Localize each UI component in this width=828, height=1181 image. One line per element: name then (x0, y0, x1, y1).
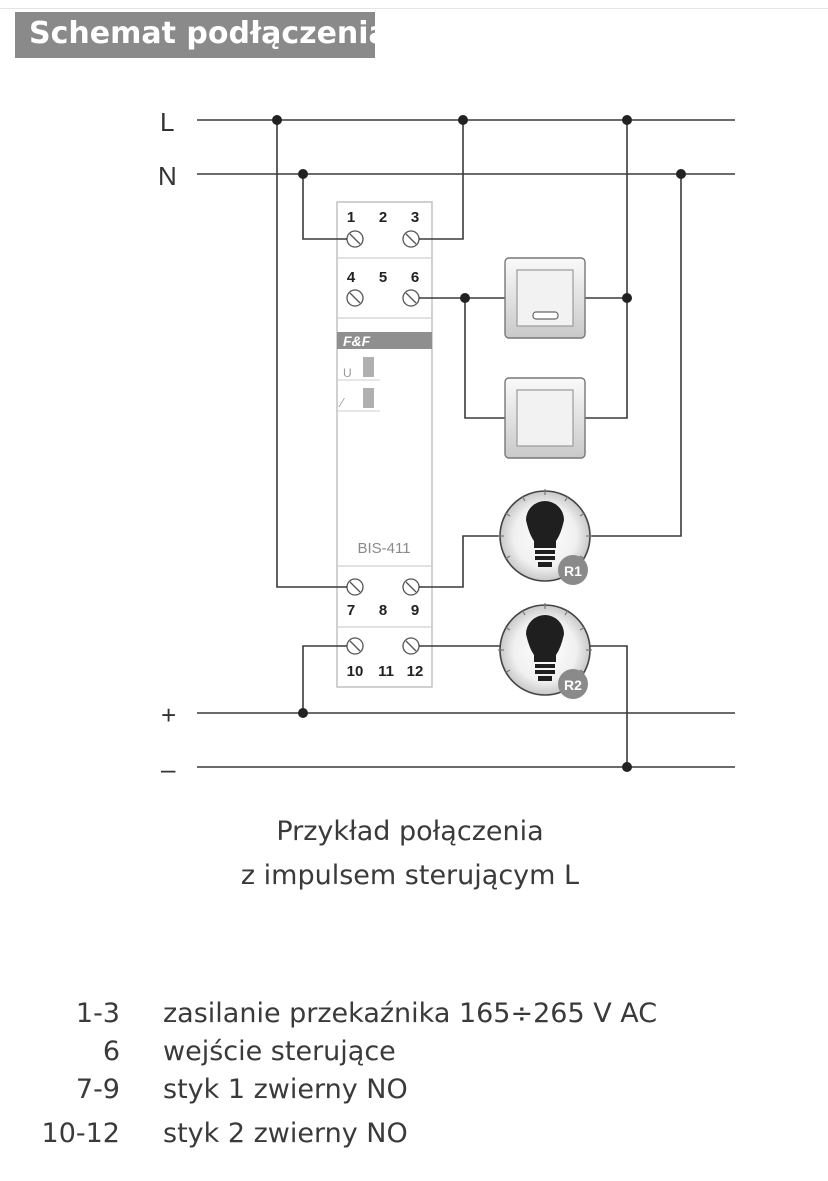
legend-row: 6 wejście sterujące (0, 1036, 828, 1072)
section-title: Schemat podłączenia (29, 16, 389, 51)
rail-label-minus: – (161, 754, 176, 784)
legend-code: 1-3 (75, 998, 120, 1029)
indicator-symbol: ⁄ (338, 395, 345, 410)
terminal-6: 6 (411, 269, 419, 286)
screw-terminal-12 (402, 637, 420, 655)
terminal-4: 4 (347, 269, 356, 286)
screw-terminal-6 (402, 289, 420, 307)
device-brand-bar (337, 332, 432, 349)
push-button-switch-1 (504, 257, 586, 339)
screw-terminal-9 (402, 578, 420, 596)
terminal-12: 12 (407, 663, 424, 680)
terminal-7: 7 (347, 602, 355, 619)
terminal-10: 10 (347, 663, 364, 680)
push-button-switch-2 (504, 377, 586, 459)
legend-code: 6 (102, 1036, 120, 1067)
rail-label-l: L (160, 107, 174, 137)
device-model: BIS-411 (357, 540, 410, 557)
legend-desc: styk 1 zwierny NO (163, 1074, 408, 1105)
screw-terminal-3 (402, 230, 420, 248)
indicator-relay-led (363, 388, 374, 408)
terminal-3: 3 (411, 209, 419, 226)
rail-label-plus: + (161, 700, 176, 730)
legend-row: 10-12 styk 2 zwierny NO (0, 1118, 828, 1154)
legend-desc: styk 2 zwierny NO (163, 1118, 408, 1149)
lamp-r1: R1 (497, 488, 593, 585)
terminal-2: 2 (379, 209, 387, 226)
terminal-11: 11 (378, 663, 394, 680)
legend-code: 7-9 (75, 1074, 120, 1105)
indicator-u-label: U (343, 366, 352, 380)
rail-label-n: N (158, 161, 177, 191)
terminal-8: 8 (379, 602, 387, 619)
lamp-label-r1: R1 (564, 563, 582, 579)
device-brand: F&F (343, 333, 371, 349)
legend-row: 7-9 styk 1 zwierny NO (0, 1074, 828, 1110)
legend-desc: wejście sterujące (163, 1036, 396, 1067)
junction-dots (272, 115, 686, 772)
top-divider (0, 8, 828, 9)
legend-row: 1-3 zasilanie przekaźnika 165÷265 V AC (0, 998, 828, 1034)
terminal-5: 5 (379, 269, 387, 286)
legend-desc: zasilanie przekaźnika 165÷265 V AC (163, 998, 658, 1029)
legend-code: 10-12 (41, 1118, 120, 1149)
screw-terminal-1 (346, 230, 364, 248)
screw-terminal-4 (346, 289, 364, 307)
terminal-1: 1 (347, 209, 355, 226)
screw-terminal-7 (346, 578, 364, 596)
rail-labels: L N + – (158, 107, 177, 784)
screw-terminal-10 (346, 637, 364, 655)
indicator-u-led (363, 357, 374, 377)
terminal-9: 9 (411, 602, 419, 619)
lamp-label-r2: R2 (564, 677, 582, 693)
caption-line-2: z impulsem sterującym L (240, 860, 580, 891)
section-title-tab: Schemat podłączenia (15, 12, 389, 58)
relay-device: F&F U ⁄ BIS-411 (336, 201, 433, 688)
caption-line-1: Przykład połączenia (276, 816, 544, 847)
lamp-r2: R2 (497, 602, 593, 699)
